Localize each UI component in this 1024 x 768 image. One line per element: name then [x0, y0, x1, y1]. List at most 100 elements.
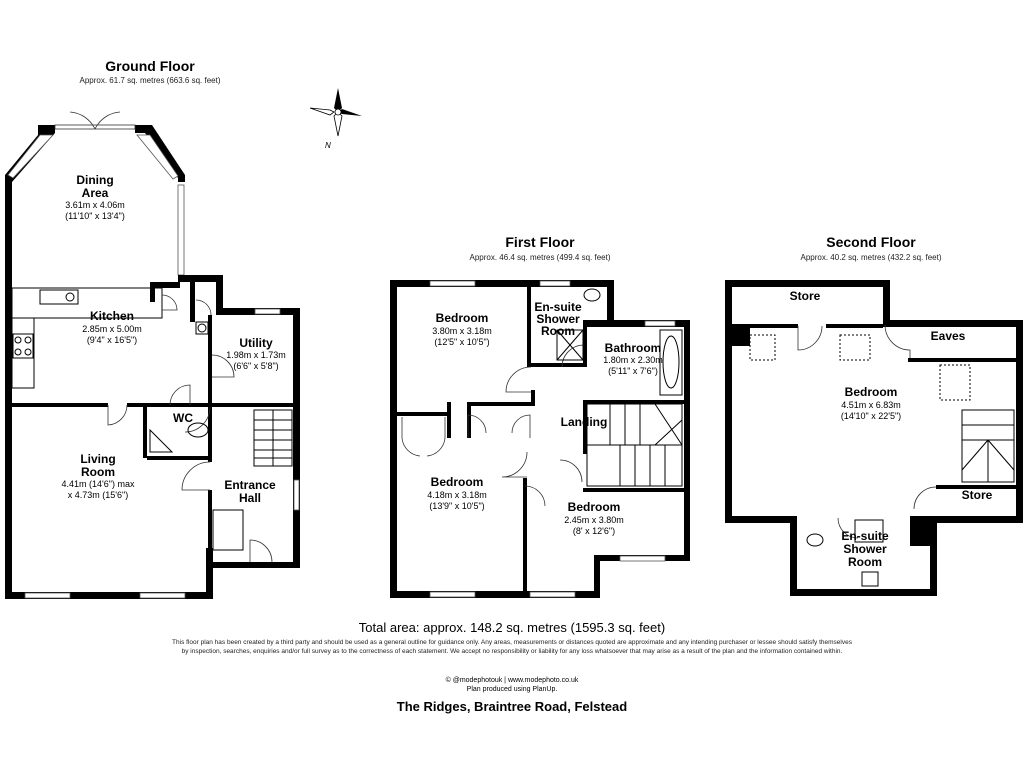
wardrobe-doors[interactable] — [401, 417, 446, 457]
wall — [883, 280, 890, 325]
bathroom-dim-m: 1.80m x 2.30m — [603, 355, 663, 365]
kitchen-name: Kitchen — [90, 309, 134, 323]
entrance-hall-name-2: Hall — [239, 491, 261, 505]
credit-line-2: Plan produced using PlanUp. — [466, 686, 558, 693]
door[interactable] — [797, 325, 823, 351]
wall — [190, 282, 195, 322]
wall — [208, 407, 212, 462]
bedroom-3-name: Bedroom — [568, 500, 621, 514]
kitchen-dim-m: 2.85m x 5.00m — [82, 324, 142, 334]
kitchen-dim-ft: (9'4" x 16'5") — [87, 335, 137, 345]
utility-dim-m: 1.98m x 1.73m — [226, 350, 286, 360]
ground-floor-area: Approx. 61.7 sq. metres (663.6 sq. feet) — [80, 76, 221, 85]
door[interactable] — [884, 324, 911, 358]
wall — [594, 555, 600, 598]
shower-tray-icon — [854, 519, 884, 543]
patio-door-swing — [69, 111, 121, 130]
wall — [467, 402, 532, 406]
second-ensuite-name-1: En-suite — [841, 529, 889, 543]
disclaimer-text: This floor plan has been created by a th… — [172, 639, 852, 655]
door[interactable] — [559, 459, 583, 483]
property-address: The Ridges, Braintree Road, Felstead — [396, 699, 628, 714]
living-room-name-2: Room — [81, 465, 115, 479]
wall — [930, 516, 1023, 523]
window — [177, 184, 185, 276]
second-floor-area: Approx. 40.2 sq. metres (432.2 sq. feet) — [801, 253, 942, 262]
toilet-icon — [187, 422, 209, 438]
bathroom-name: Bathroom — [605, 341, 662, 355]
wall — [725, 280, 890, 287]
bath-icon — [659, 329, 683, 396]
wall — [206, 548, 213, 599]
bedroom-1-name: Bedroom — [436, 311, 489, 325]
window — [136, 134, 179, 180]
door[interactable] — [913, 486, 937, 510]
door[interactable] — [524, 485, 546, 507]
door[interactable] — [181, 461, 211, 491]
toilet-icon — [583, 288, 601, 302]
hob-icon — [12, 333, 34, 359]
first-ensuite-name-1: En-suite — [534, 300, 582, 314]
bedroom-1-dim-m: 3.80m x 3.18m — [432, 326, 492, 336]
wall — [583, 404, 587, 454]
landing-name: Landing — [561, 415, 608, 429]
second-bedroom-dim-ft: (14'10" x 22'5") — [841, 411, 901, 421]
door[interactable] — [107, 404, 128, 426]
door[interactable] — [161, 294, 178, 311]
roof-window — [839, 334, 871, 361]
first-floor-plan: First Floor Approx. 46.4 sq. metres (499… — [390, 234, 690, 598]
compass-icon: N — [309, 88, 362, 150]
compass-north-label: N — [325, 141, 331, 150]
bedroom-1-dim-ft: (12'5" x 10'5") — [434, 337, 489, 347]
shower-tray-line — [556, 329, 584, 361]
dining-area-name: Dining — [76, 173, 113, 187]
basin-icon — [149, 428, 174, 453]
wall — [150, 282, 180, 288]
door[interactable] — [169, 384, 191, 406]
wall — [206, 562, 300, 568]
credit: © @modephotouk | www.modephoto.co.uk Pla… — [0, 676, 1024, 694]
wall — [930, 516, 937, 596]
bedroom-3-dim-m: 2.45m x 3.80m — [564, 515, 624, 525]
wall — [725, 280, 732, 523]
roof-window — [749, 334, 776, 361]
bedroom-2-dim-ft: (13'9" x 10'5") — [429, 501, 484, 511]
wall — [910, 516, 930, 546]
door[interactable] — [211, 354, 235, 378]
second-ensuite-name-3: Room — [848, 555, 882, 569]
second-floor-title: Second Floor — [826, 234, 916, 250]
bath-tub-icon — [662, 335, 680, 389]
first-floor-title: First Floor — [505, 234, 575, 250]
wall — [936, 485, 1016, 489]
door[interactable] — [561, 344, 585, 368]
window — [293, 479, 300, 511]
wall — [790, 516, 797, 596]
ground-floor-title: Ground Floor — [105, 58, 195, 74]
wall — [1016, 320, 1023, 523]
living-room-dim-m: 4.41m (14'6") max — [62, 479, 135, 489]
basin-icon — [861, 571, 879, 587]
front-door[interactable] — [249, 539, 273, 563]
dining-area-dim-ft: (11'10" x 13'4") — [65, 211, 125, 221]
eaves-name: Eaves — [931, 329, 966, 343]
door[interactable] — [184, 406, 211, 433]
door[interactable] — [505, 366, 532, 393]
wall — [583, 327, 587, 367]
wall — [467, 402, 471, 438]
wall — [883, 320, 1023, 327]
wall — [293, 308, 300, 568]
window — [644, 320, 676, 327]
second-bedroom-name: Bedroom — [845, 385, 898, 399]
bathroom-dim-ft: (5'11" x 7'6") — [608, 366, 658, 376]
wall — [725, 516, 797, 523]
bedroom-3-dim-ft: (8' x 12'6") — [573, 526, 615, 536]
door[interactable] — [501, 451, 528, 478]
door[interactable] — [195, 299, 212, 316]
wardrobe-doors[interactable] — [467, 414, 531, 438]
wall — [583, 400, 684, 404]
staircase-icon — [586, 403, 683, 487]
wall — [607, 280, 614, 327]
wall — [5, 178, 12, 598]
wall — [212, 403, 293, 407]
